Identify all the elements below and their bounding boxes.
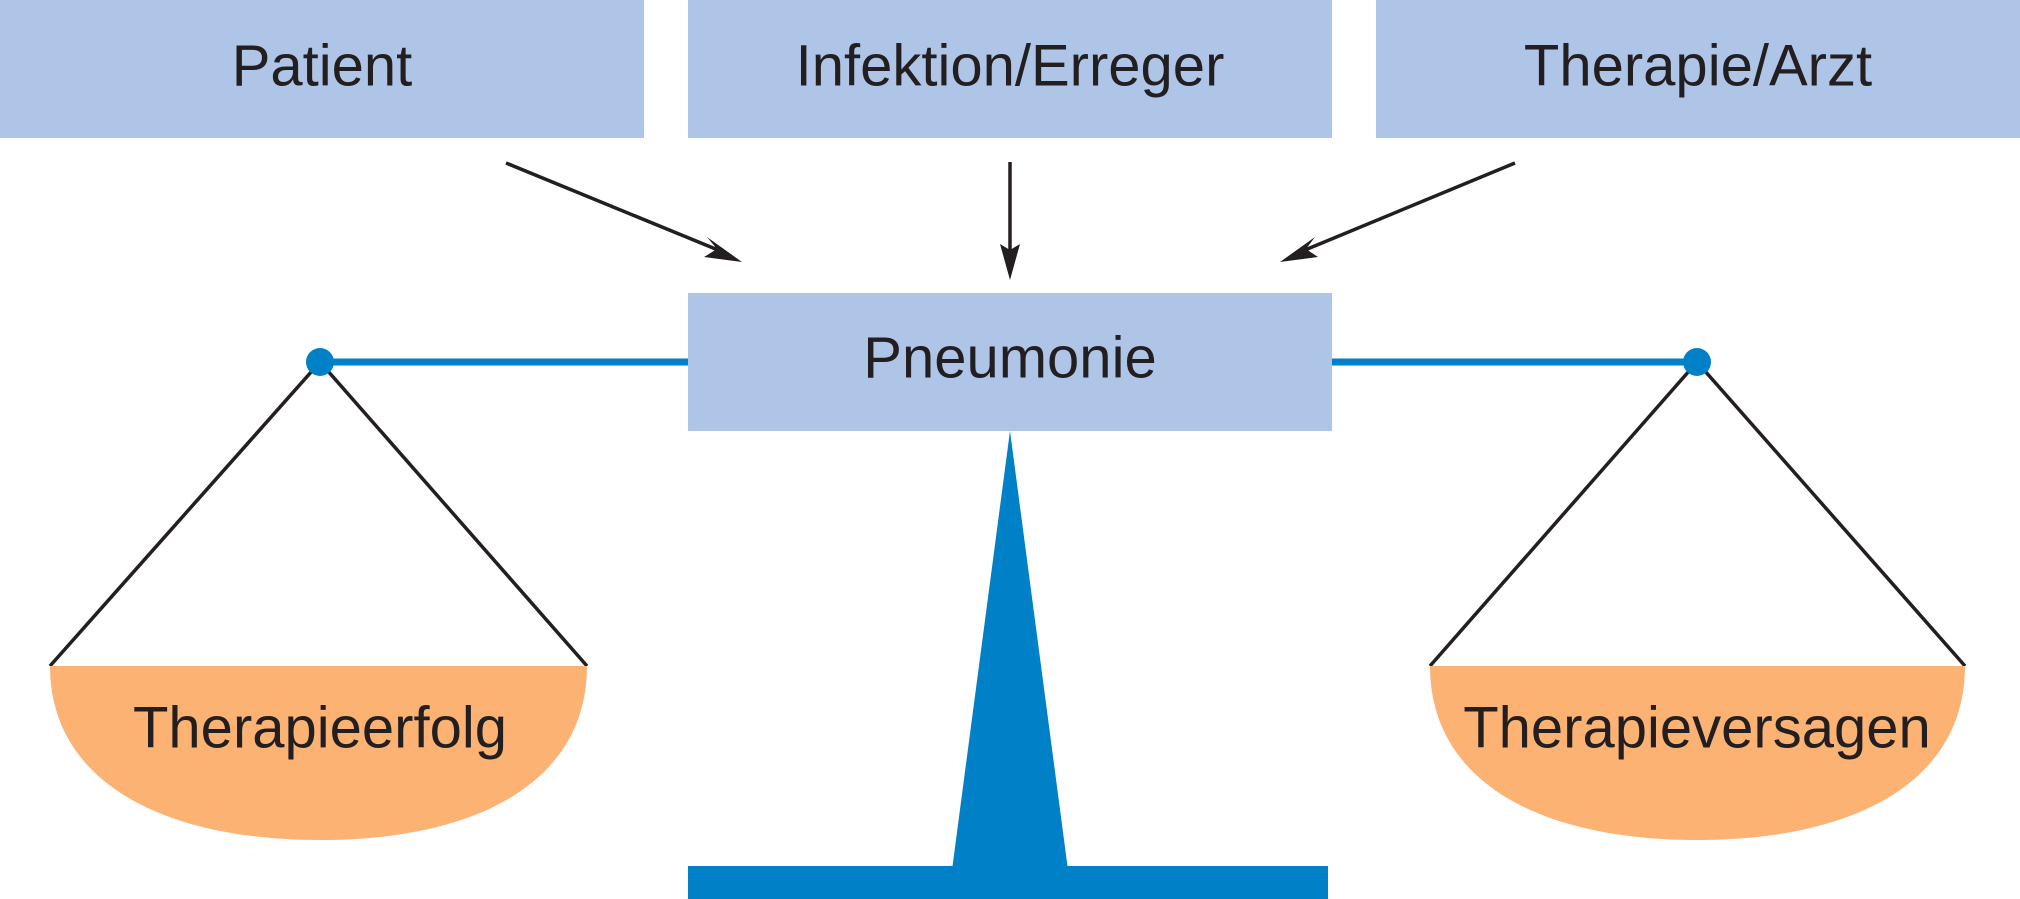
left-pan: Therapieerfolg bbox=[48, 348, 589, 840]
right-pan-string-left bbox=[1428, 360, 1699, 668]
outcome-label-failure: Therapieversagen bbox=[1463, 695, 1931, 760]
factor-box-infection: Infektion/Erreger bbox=[688, 0, 1332, 138]
scale-base bbox=[688, 866, 1328, 899]
arrow-therapy-to-center bbox=[1280, 161, 1516, 262]
factor-box-therapy: Therapie/Arzt bbox=[1376, 0, 2020, 138]
arrow-infection-to-center bbox=[1000, 162, 1020, 280]
right-pan-bowl bbox=[1430, 666, 1965, 840]
right-pivot-dot bbox=[1683, 348, 1711, 376]
left-pivot-dot bbox=[306, 348, 334, 376]
outcome-label-success: Therapieerfolg bbox=[133, 695, 507, 760]
right-pan: Therapieversagen bbox=[1428, 348, 1967, 840]
left-pan-bowl bbox=[50, 666, 587, 840]
factor-box-patient: Patient bbox=[0, 0, 644, 138]
center-box-pneumonia: Pneumonie bbox=[688, 293, 1332, 431]
factor-label-therapy: Therapie/Arzt bbox=[1524, 33, 1872, 98]
left-pan-string-right bbox=[318, 360, 589, 668]
center-label: Pneumonie bbox=[863, 325, 1156, 390]
right-pan-string-right bbox=[1695, 360, 1967, 668]
left-pan-string-left bbox=[48, 360, 322, 668]
scale-stand bbox=[952, 431, 1068, 870]
factor-label-infection: Infektion/Erreger bbox=[796, 33, 1225, 98]
arrow-patient-to-center bbox=[505, 161, 742, 262]
factor-label-patient: Patient bbox=[232, 33, 413, 98]
